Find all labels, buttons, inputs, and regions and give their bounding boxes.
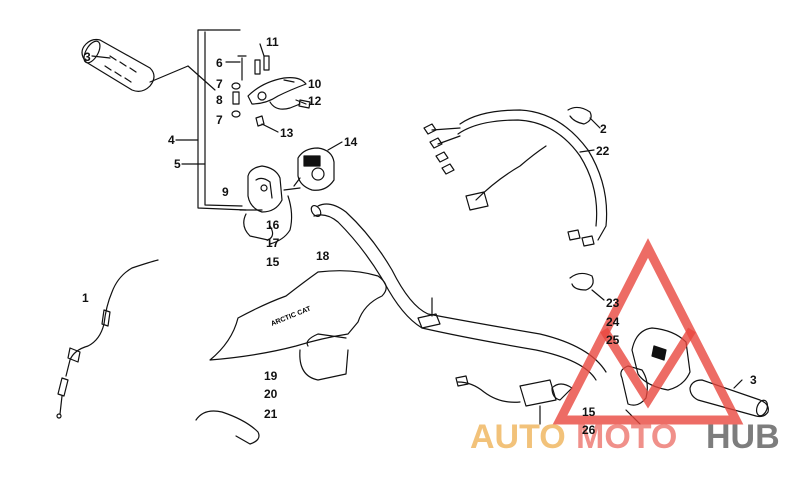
callout-10: 10: [308, 77, 322, 91]
watermark-hub: HUB: [706, 418, 780, 456]
callout-14: 14: [344, 135, 358, 149]
callout-11: 11: [266, 35, 279, 49]
callout-25: 25: [606, 333, 620, 347]
throttle-lever: [247, 77, 311, 110]
callout-12: 12: [308, 94, 322, 108]
pad-logo-text: ARCTIC CAT: [270, 305, 312, 328]
throttle-cable: [56, 259, 159, 419]
handlebar-pad: [209, 270, 387, 381]
callout-26: 26: [582, 423, 596, 437]
callout-2: 2: [600, 122, 607, 136]
callout-9: 9: [222, 185, 229, 199]
callout-7-upper: 7: [216, 77, 223, 91]
callout-23: 23: [606, 296, 620, 310]
callout-3-left: 3: [84, 50, 91, 64]
switch-housing: [293, 147, 335, 191]
throttle-housing: [239, 165, 301, 213]
left-grip: [81, 38, 216, 92]
callout-13: 13: [280, 126, 294, 140]
callout-16: 16: [266, 218, 280, 232]
callout-15-upper: 15: [266, 255, 280, 269]
callout-22: 22: [596, 144, 610, 158]
group-bracket-outer: [197, 29, 247, 211]
callout-19: 19: [264, 369, 278, 383]
watermark: AUTO MOTO HUB: [470, 238, 780, 456]
callout-1: 1: [82, 291, 89, 305]
callout-8: 8: [216, 93, 223, 107]
callout-20: 20: [264, 387, 278, 401]
handlebar: [310, 203, 607, 381]
callout-7-lower: 7: [216, 113, 223, 127]
callout-24: 24: [606, 315, 620, 329]
callout-4: 4: [168, 133, 175, 147]
wiring-harness: [423, 106, 608, 247]
callout-3-right: 3: [750, 373, 757, 387]
callout-6: 6: [216, 56, 223, 70]
watermark-auto: AUTO: [470, 418, 566, 456]
callout-15-lower: 15: [582, 405, 596, 419]
right-grip: [689, 379, 769, 418]
watermark-moto: MOTO: [576, 418, 677, 456]
wire-clip: [195, 410, 260, 445]
group-bracket-inner: [204, 31, 243, 207]
callout-21: 21: [264, 407, 278, 421]
callout-18: 18: [316, 249, 330, 263]
callout-5: 5: [174, 157, 181, 171]
callout-17: 17: [266, 236, 280, 250]
throttle-hardware: [231, 55, 270, 127]
